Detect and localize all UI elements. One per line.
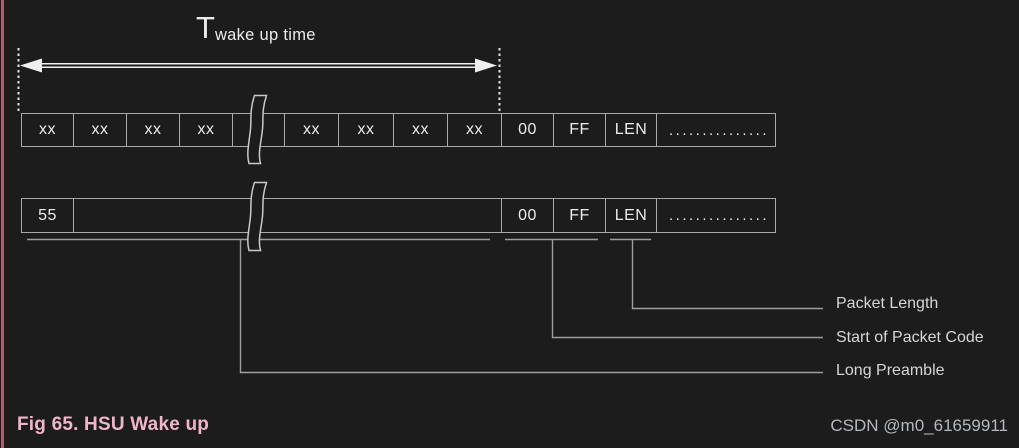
t-subscript: wake up time	[214, 26, 316, 44]
row1-break-cell	[232, 113, 285, 147]
row2-long-preamble-box	[73, 198, 502, 233]
row1-cell-xx-3: xx	[126, 113, 180, 147]
start-of-packet-code-label: Start of Packet Code	[836, 329, 984, 346]
row2-cell-len: LEN	[605, 198, 657, 233]
long-preamble-connector	[239, 239, 823, 374]
wake-up-time-label: Twake up time	[196, 10, 316, 45]
row2-cell-55: 55	[21, 198, 74, 233]
figure-caption: Fig 65. HSU Wake up	[17, 414, 210, 435]
row1-cell-xx-1: xx	[21, 113, 74, 147]
row1-cell-00: 00	[501, 113, 554, 147]
row1-cell-dots: ...............	[656, 113, 776, 147]
row1-cell-len: LEN	[605, 113, 657, 147]
arrowhead-left-icon	[20, 58, 42, 73]
row1-cell-xx-6: xx	[338, 113, 394, 147]
row1-cell-ff: FF	[553, 113, 606, 147]
dotted-measure-lines	[17, 48, 501, 112]
arrowhead-right-icon	[475, 58, 497, 73]
row2-cell-dots: ...............	[656, 198, 776, 233]
packet-length-label: Packet Length	[836, 295, 939, 312]
wake-up-time-arrow	[20, 58, 497, 73]
callout-lines	[27, 238, 823, 374]
t-symbol: T	[196, 10, 215, 45]
csdn-watermark: CSDN @m0_61659911	[830, 416, 1008, 435]
row2-cell-00: 00	[501, 198, 554, 233]
row1-cell-xx-8: xx	[447, 113, 502, 147]
row1-cell-xx-4: xx	[179, 113, 233, 147]
start-code-connector	[551, 239, 823, 339]
row1-cell-xx-5: xx	[284, 113, 339, 147]
row2-cell-ff: FF	[553, 198, 606, 233]
row1-cell-xx-7: xx	[393, 113, 448, 147]
long-preamble-label: Long Preamble	[836, 362, 945, 379]
packet-length-connector	[631, 239, 823, 310]
row1-cell-xx-2: xx	[73, 113, 127, 147]
pink-left-border	[1, 0, 4, 448]
